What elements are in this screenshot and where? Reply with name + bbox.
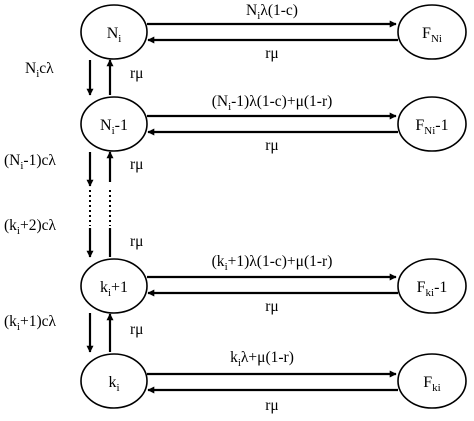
node-label-sub: i (118, 33, 121, 45)
node-label-main: F (417, 279, 426, 296)
node-label-main: N (100, 117, 112, 134)
node-label-suffix: +1 (111, 279, 128, 296)
node-f-ki: Fki (397, 353, 467, 409)
node-label-main: F (423, 374, 432, 391)
svg-text:FNi-1: FNi-1 (415, 117, 448, 137)
svg-text:FNi: FNi (422, 25, 442, 45)
label-up2: rμ (130, 156, 143, 173)
label-down3: (ki+2)cλ (4, 217, 57, 237)
node-label-main: k (100, 279, 108, 296)
label-row4-back: rμ (265, 397, 278, 414)
node-label-sub: Ni (424, 125, 435, 137)
svg-text:ki: ki (108, 374, 119, 394)
node-k-i: ki (80, 353, 148, 409)
svg-text:Fki-1: Fki-1 (417, 279, 448, 299)
label-row3-back: rμ (265, 298, 278, 315)
svg-text:Fki: Fki (423, 374, 440, 394)
node-f-ki-minus-1: Fki-1 (397, 258, 467, 314)
node-label-sub: ki (426, 287, 435, 299)
svg-text:Ni-1: Ni-1 (100, 117, 128, 137)
node-n-i-minus-1: Ni-1 (80, 96, 148, 152)
node-n-i: Ni (80, 4, 148, 60)
node-f-ni-minus-1: FNi-1 (397, 96, 467, 152)
node-label-sub: i (116, 382, 119, 394)
node-f-ni: FNi (397, 4, 467, 60)
label-top-forward: Niλ(1-c) (246, 2, 298, 22)
svg-text:ki+1: ki+1 (100, 279, 128, 299)
node-label-main: N (107, 25, 119, 42)
label-down4: (ki+1)cλ (4, 313, 57, 333)
label-row4-forward: kiλ+μ(1-r) (230, 349, 294, 369)
label-up4: rμ (130, 321, 143, 338)
label-up1: rμ (130, 65, 143, 82)
node-label-sub: i (112, 125, 115, 137)
node-label-sub: i (108, 287, 111, 299)
node-label-sub: ki (432, 382, 441, 394)
label-up3: rμ (130, 233, 143, 250)
label-row3-forward: (ki+1)λ(1-c)+μ(1-r) (212, 253, 333, 273)
node-label-suffix: -1 (434, 279, 447, 296)
label-down1: Nicλ (25, 60, 54, 80)
label-top-back: rμ (265, 45, 278, 62)
label-row2-forward: (Ni-1)λ(1-c)+μ(1-r) (212, 93, 333, 113)
node-label-main: k (108, 374, 116, 391)
label-down2: (Ni-1)cλ (4, 152, 56, 172)
label-row2-back: rμ (265, 137, 278, 154)
node-label-main: F (422, 25, 431, 42)
node-label-sub: Ni (431, 33, 442, 45)
node-label-suffix: -1 (115, 117, 128, 134)
svg-text:Ni: Ni (107, 25, 122, 45)
node-label-main: F (415, 117, 424, 134)
node-label-suffix: -1 (435, 117, 448, 134)
node-k-i-plus-1: ki+1 (80, 258, 148, 314)
